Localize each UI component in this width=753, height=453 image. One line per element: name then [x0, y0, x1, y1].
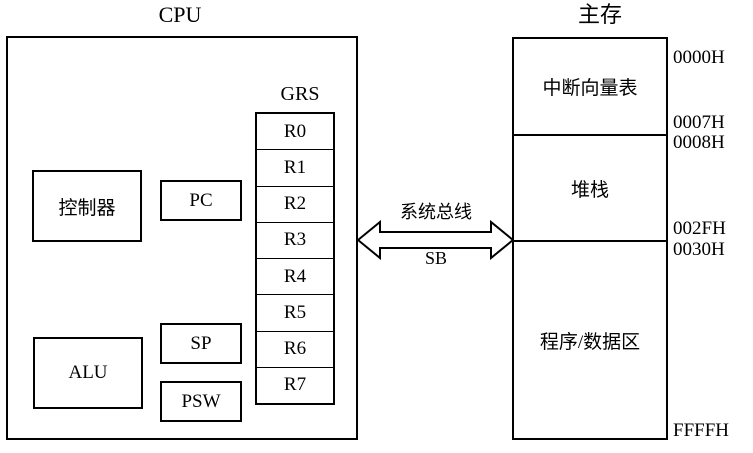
cpu-title: CPU: [158, 2, 202, 27]
cpu-unit-sp: SP: [160, 323, 242, 364]
cpu-unit-controller-label: 控制器: [58, 197, 116, 219]
address-label-0008h: 0008H: [673, 132, 725, 153]
memory-segment-interrupt-vector-table: 中断向量表: [514, 39, 666, 136]
register-label-r2: R2: [283, 193, 307, 215]
memory-block: 中断向量表 堆栈 程序/数据区: [512, 37, 668, 440]
register-cell: R4: [257, 259, 333, 296]
double-headed-arrow-icon: [358, 219, 513, 261]
register-cell: R6: [257, 332, 333, 368]
register-label-r6: R6: [283, 338, 307, 360]
register-cell: R2: [257, 187, 333, 223]
memory-segment-program-data-area: 程序/数据区: [514, 242, 666, 438]
address-label-002fh: 002FH: [673, 218, 726, 239]
address-label-0007h: 0007H: [673, 112, 725, 133]
memory-segment-label: 中断向量表: [542, 78, 638, 99]
register-cell: R1: [257, 150, 333, 187]
register-file-stack: R0 R1 R2 R3 R4 R5 R6 R7: [255, 112, 335, 405]
cpu-unit-controller: 控制器: [32, 170, 142, 242]
cpu-unit-pc-label: PC: [189, 189, 213, 211]
system-bus-label: 系统总线: [400, 202, 472, 222]
address-label-0000h: 0000H: [673, 47, 725, 68]
register-cell: R0: [257, 114, 333, 151]
register-label-r4: R4: [283, 265, 307, 287]
register-file-title: GRS: [280, 83, 320, 105]
cpu-unit-pc: PC: [160, 180, 242, 221]
cpu-unit-alu: ALU: [33, 337, 143, 409]
address-label-ffffh: FFFFH: [673, 420, 729, 441]
register-label-r3: R3: [283, 229, 307, 251]
register-label-r1: R1: [283, 156, 307, 178]
register-label-r5: R5: [283, 301, 307, 323]
cpu-unit-psw: PSW: [160, 381, 242, 422]
register-cell: R7: [257, 368, 333, 403]
address-label-0030h: 0030H: [673, 239, 725, 260]
memory-segment-label: 堆栈: [570, 179, 609, 201]
memory-segment-label: 程序/数据区: [539, 331, 641, 353]
memory-title: 主存: [577, 2, 622, 27]
cpu-unit-sp-label: SP: [190, 332, 212, 354]
register-label-r7: R7: [283, 374, 307, 396]
memory-segment-stack: 堆栈: [514, 136, 666, 242]
system-bus-abbrev-label: SB: [424, 248, 448, 268]
cpu-unit-psw-label: PSW: [181, 390, 221, 412]
register-cell: R3: [257, 223, 333, 259]
cpu-unit-alu-label: ALU: [68, 362, 108, 383]
register-label-r0: R0: [283, 120, 307, 142]
register-cell: R5: [257, 295, 333, 332]
